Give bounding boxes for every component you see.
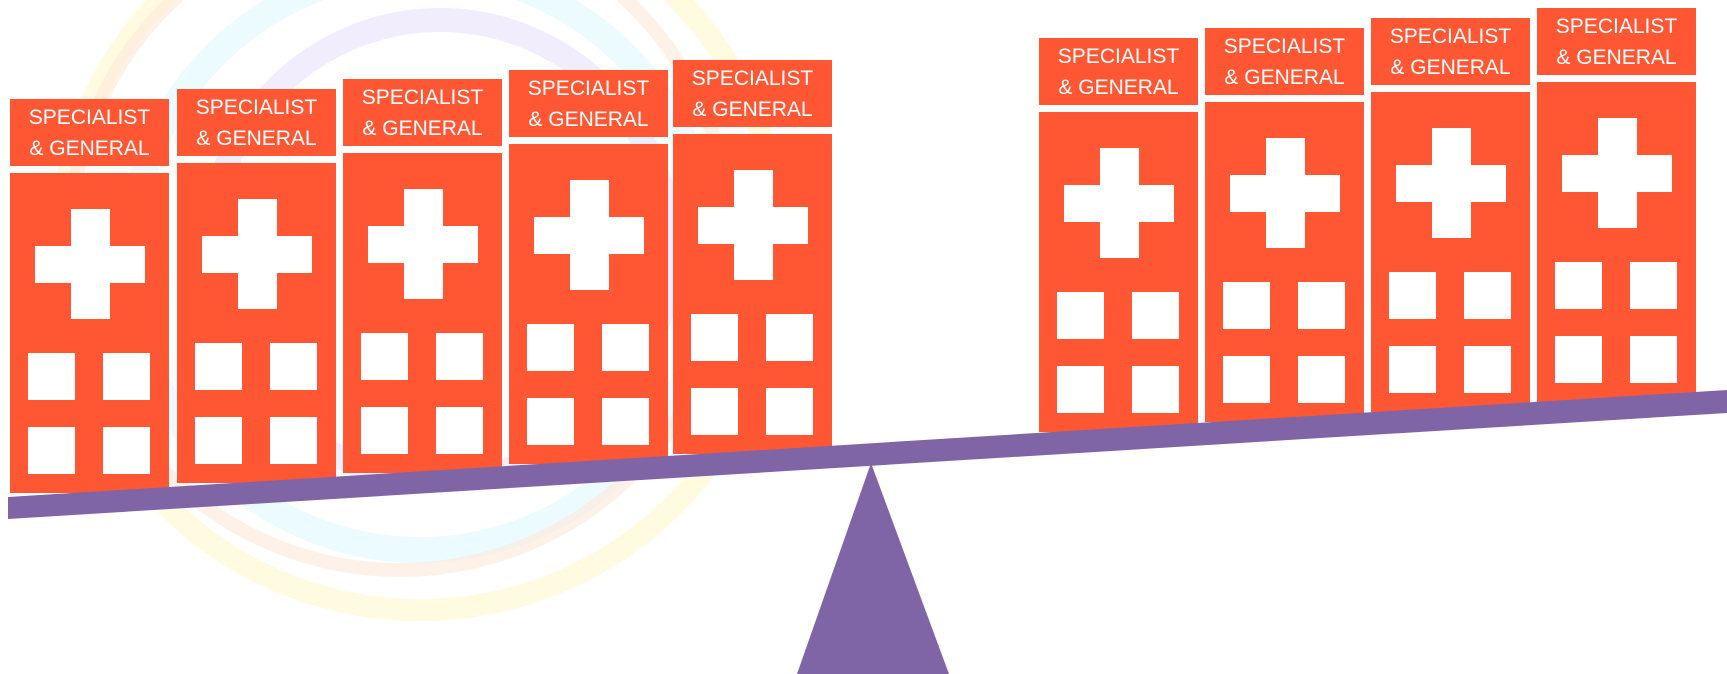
window	[1630, 336, 1677, 383]
sign-line-2: & GENERAL	[362, 117, 483, 140]
scale-beam	[8, 390, 1727, 519]
window	[436, 333, 483, 380]
hospital-body	[1039, 112, 1198, 432]
sign-line-1: SPECIALIST	[28, 106, 151, 129]
sign-line-2: & GENERAL	[1058, 76, 1179, 99]
scale-fulcrum	[797, 463, 949, 674]
window	[28, 353, 75, 400]
hospital-sign: SPECIALIST & GENERAL	[1039, 38, 1198, 105]
window	[1223, 356, 1270, 403]
window	[1389, 346, 1436, 393]
window	[1555, 336, 1602, 383]
hospital-body	[1537, 82, 1696, 402]
sign-line-1: SPECIALIST	[1223, 35, 1346, 58]
window	[602, 324, 649, 371]
window	[1298, 282, 1345, 329]
sign-line-2: & GENERAL	[528, 108, 649, 131]
window	[691, 314, 738, 361]
hospital-sign: SPECIALIST & GENERAL	[1371, 18, 1530, 85]
window	[1630, 262, 1677, 309]
window	[28, 427, 75, 474]
sign-line-1: SPECIALIST	[1389, 25, 1512, 48]
hospital-sign: SPECIALIST & GENERAL	[1537, 8, 1696, 75]
hospital-sign: SPECIALIST & GENERAL	[177, 89, 336, 156]
sign-line-1: SPECIALIST	[195, 96, 318, 119]
window	[436, 407, 483, 454]
window	[1464, 346, 1511, 393]
window	[1464, 272, 1511, 319]
window	[1057, 366, 1104, 413]
window	[361, 333, 408, 380]
window	[195, 417, 242, 464]
hospital-sign: SPECIALIST & GENERAL	[343, 79, 502, 146]
hospital-sign: SPECIALIST & GENERAL	[673, 60, 832, 127]
window	[1132, 366, 1179, 413]
hospital-body	[10, 173, 169, 493]
window	[527, 398, 574, 445]
hospital-body	[1371, 92, 1530, 412]
window	[270, 343, 317, 390]
hospital-sign: SPECIALIST & GENERAL	[10, 99, 169, 166]
sign-line-2: & GENERAL	[196, 127, 317, 150]
hospital-body	[343, 153, 502, 473]
hospital-body	[673, 134, 832, 454]
window	[103, 353, 150, 400]
hospital-body	[509, 144, 668, 464]
window	[766, 314, 813, 361]
sign-line-1: SPECIALIST	[361, 86, 484, 109]
sign-line-1: SPECIALIST	[1057, 45, 1180, 68]
sign-line-2: & GENERAL	[29, 137, 150, 160]
sign-line-1: SPECIALIST	[1555, 15, 1678, 38]
hospital-body	[177, 163, 336, 483]
hospital-sign: SPECIALIST & GENERAL	[1205, 28, 1364, 95]
window	[1389, 272, 1436, 319]
window	[1555, 262, 1602, 309]
window	[527, 324, 574, 371]
window	[1223, 282, 1270, 329]
sign-line-2: & GENERAL	[1556, 46, 1677, 69]
window	[766, 388, 813, 435]
window	[1298, 356, 1345, 403]
window	[195, 343, 242, 390]
window	[1057, 292, 1104, 339]
window	[103, 427, 150, 474]
sign-line-2: & GENERAL	[692, 98, 813, 121]
hospital-sign: SPECIALIST & GENERAL	[509, 70, 668, 137]
window	[1132, 292, 1179, 339]
sign-line-2: & GENERAL	[1224, 66, 1345, 89]
hospital-body	[1205, 102, 1364, 422]
sign-line-1: SPECIALIST	[527, 77, 650, 100]
window	[270, 417, 317, 464]
sign-line-1: SPECIALIST	[691, 67, 814, 90]
window	[361, 407, 408, 454]
window	[602, 398, 649, 445]
sign-line-2: & GENERAL	[1390, 56, 1511, 79]
window	[691, 388, 738, 435]
